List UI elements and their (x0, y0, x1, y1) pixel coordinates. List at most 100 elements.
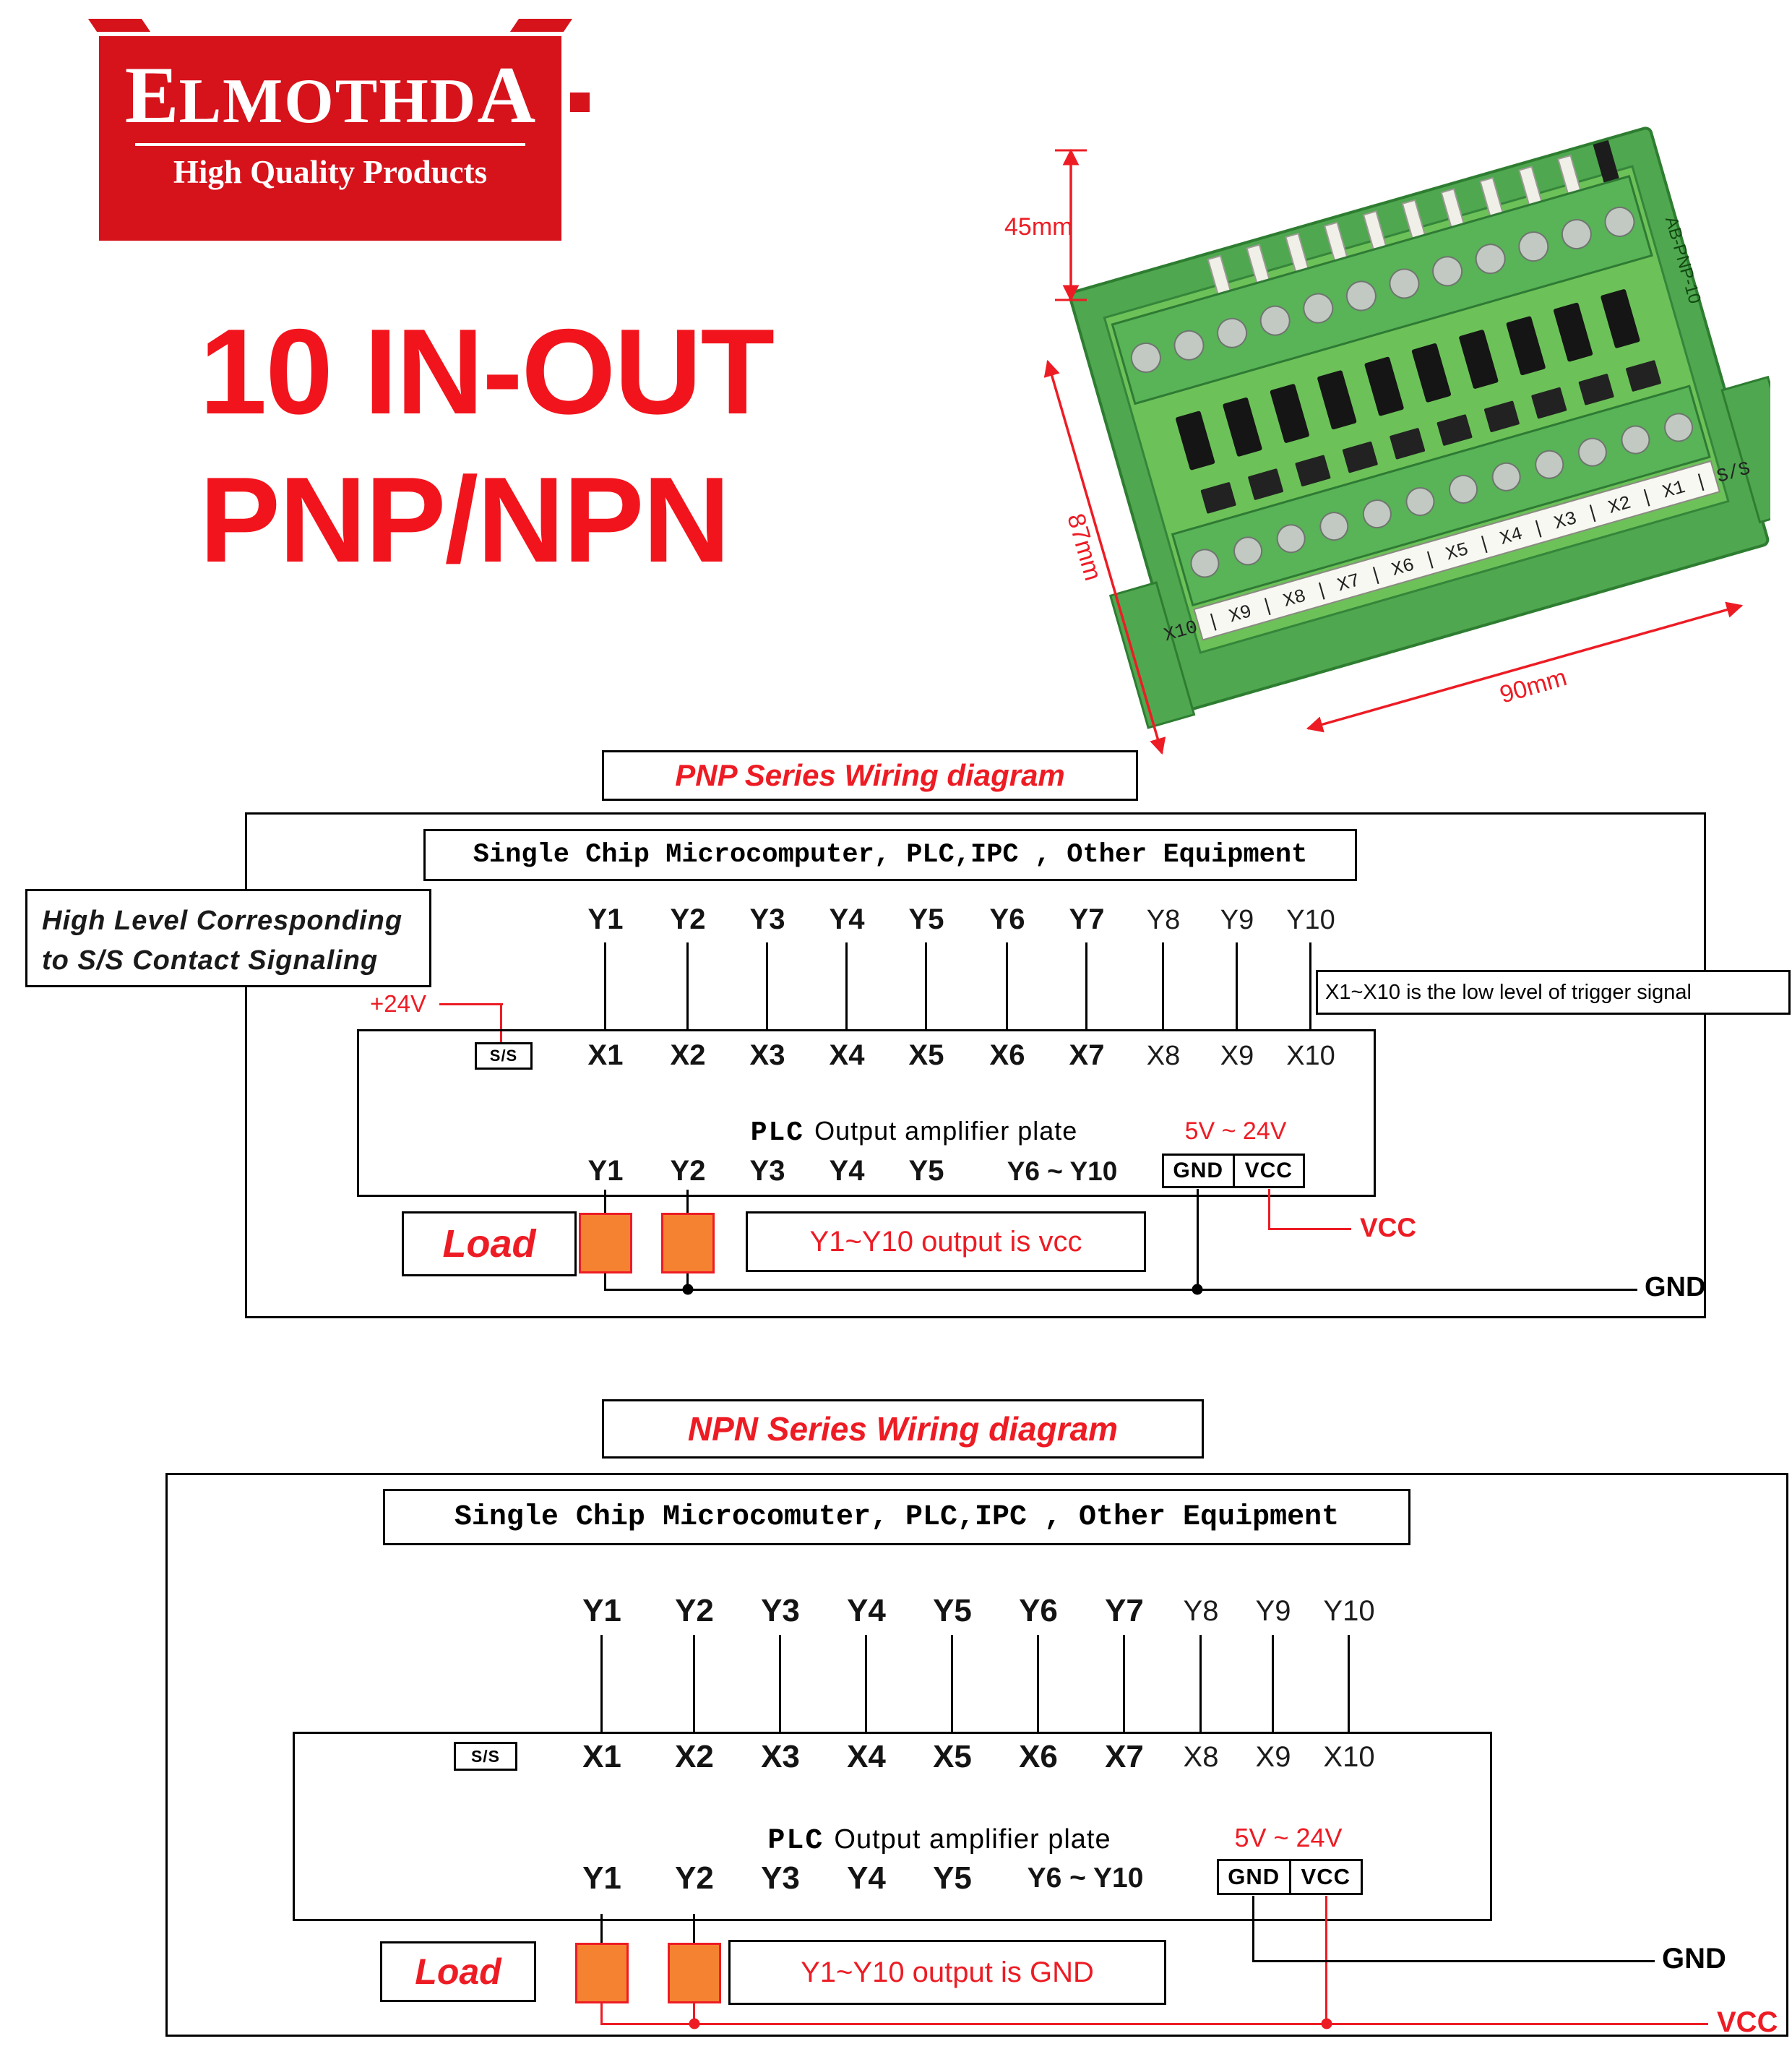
pnp-y-label-2: Y2 (670, 903, 706, 935)
npn-gnd-label: GND (1662, 1943, 1726, 1975)
npn-load1-wire-top (600, 1914, 603, 1944)
pnp-x-label-3: X3 (749, 1039, 785, 1071)
terminal-block-bottom (1171, 385, 1711, 607)
pnp-y-label-9: Y9 (1220, 905, 1254, 935)
pnp-x-label-7: X7 (1069, 1039, 1105, 1071)
pnp-note-high-level-line1: High Level Corresponding (42, 906, 403, 936)
pnp-load-1 (579, 1213, 632, 1273)
npn-load-text: Load (415, 1951, 501, 1992)
transistor-row (1176, 289, 1640, 471)
npn-plate-frame (293, 1732, 1492, 1921)
dim-line-87mm (1043, 359, 1166, 755)
npn-ss-text: S/S (470, 1746, 501, 1766)
npn-y-label-1: Y1 (582, 1593, 621, 1628)
pnp-out-y4: Y4 (829, 1155, 865, 1187)
pnp-gnd-label: GND (1645, 1272, 1706, 1302)
npn-diagram-frame (165, 1473, 1788, 2037)
npn-wire-y10 (1348, 1635, 1350, 1732)
npn-x-label-4: X4 (847, 1739, 886, 1774)
pnp-ss-terminal: S/S (475, 1042, 533, 1070)
brand-tagline: High Quality Products (173, 154, 488, 190)
npn-out-y3: Y3 (761, 1860, 800, 1896)
npn-section-title-text: NPN Series Wiring diagram (687, 1410, 1119, 1448)
dim-87mm: 87mm (1061, 510, 1107, 583)
npn-vcc-cell: VCC (1288, 1861, 1361, 1893)
npn-y-label-2: Y2 (675, 1593, 714, 1628)
brand-divider (135, 143, 525, 146)
pnp-y-label-5: Y5 (908, 903, 944, 935)
pnp-wire-y6 (1006, 942, 1008, 1029)
logo-corner-accent-right (509, 19, 573, 32)
pnp-vcc-cell: VCC (1232, 1156, 1304, 1186)
npn-load-label: Load (380, 1941, 536, 2002)
npn-junction-dot-2 (1321, 2018, 1332, 2029)
pnp-output-note: Y1~Y10 output is vcc (746, 1211, 1146, 1272)
pnp-section-title-text: PNP Series Wiring diagram (675, 758, 1065, 792)
pnp-x-label-1: X1 (587, 1039, 624, 1071)
npn-wire-y4 (865, 1635, 867, 1732)
npn-ss-terminal: S/S (454, 1742, 517, 1771)
pnp-junction-dot-1 (682, 1284, 694, 1295)
pnp-out-y5: Y5 (908, 1155, 944, 1187)
pnp-wire-y10 (1309, 942, 1311, 1029)
npn-x-label-7: X7 (1105, 1739, 1144, 1774)
npn-y-label-10: Y10 (1323, 1595, 1375, 1627)
spade-connectors (1207, 139, 1620, 297)
pnp-x-label-8: X8 (1146, 1041, 1181, 1071)
npn-section-title: NPN Series Wiring diagram (602, 1399, 1204, 1459)
pnp-supply-wire-v (500, 1003, 502, 1045)
pnp-load-2 (661, 1213, 715, 1273)
pnp-output-note-text: Y1~Y10 output is vcc (809, 1225, 1082, 1258)
pnp-section-title: PNP Series Wiring diagram (602, 750, 1138, 801)
pnp-wire-y5 (925, 942, 927, 1029)
npn-x-label-8: X8 (1183, 1741, 1219, 1773)
product-title-line1: 10 IN-OUT (199, 304, 775, 439)
pnp-wire-y8 (1162, 942, 1164, 1029)
pnp-out-y1: Y1 (587, 1155, 624, 1187)
pnp-wire-y1 (604, 942, 606, 1029)
npn-load1-wire-bottom (600, 2003, 603, 2025)
npn-wire-y1 (600, 1635, 603, 1732)
npn-junction-dot-1 (689, 2018, 700, 2029)
pnp-gnd-vcc-terminal: GND VCC (1162, 1154, 1305, 1188)
pnp-y-label-3: Y3 (749, 903, 785, 935)
npn-x-label-3: X3 (761, 1739, 800, 1774)
brand-letter-last: A (477, 51, 536, 140)
pnp-y-label-6: Y6 (989, 903, 1025, 935)
npn-wire-y3 (779, 1635, 781, 1732)
pnp-wire-y7 (1085, 942, 1087, 1029)
pnp-supply-label: +24V (370, 990, 426, 1017)
pnp-wire-y4 (845, 942, 848, 1029)
npn-wire-y9 (1272, 1635, 1274, 1732)
pnp-x-label-6: X6 (989, 1039, 1025, 1071)
pnp-y-label-10: Y10 (1286, 905, 1335, 935)
pnp-plate-rest: Output amplifier plate (814, 1116, 1078, 1146)
pnp-y-label-8: Y8 (1146, 905, 1181, 935)
npn-x-label-2: X2 (675, 1739, 714, 1774)
pnp-gnd-wire (1197, 1189, 1199, 1290)
pnp-equipment-box: Single Chip Microcomputer, PLC,IPC , Oth… (423, 829, 1357, 881)
pnp-voltage-range: 5V ~ 24V (1184, 1117, 1287, 1145)
npn-gnd-vcc-terminal: GND VCC (1217, 1859, 1363, 1895)
pnp-y-label-1: Y1 (587, 903, 624, 935)
pnp-wire-y2 (686, 942, 689, 1029)
npn-equipment-box: Single Chip Microcomuter, PLC,IPC , Othe… (383, 1489, 1410, 1545)
brand-letters-mid: LMOTHD (178, 66, 478, 137)
pnp-equipment-text: Single Chip Microcomputer, PLC,IPC , Oth… (473, 840, 1308, 870)
optocoupler-row (1200, 360, 1661, 514)
pnp-x-label-4: X4 (829, 1039, 865, 1071)
npn-wire-y7 (1123, 1635, 1125, 1732)
pnp-y-label-7: Y7 (1069, 903, 1105, 935)
npn-equipment-text: Single Chip Microcomuter, PLC,IPC , Othe… (454, 1500, 1340, 1534)
npn-gnd-wire-h (1253, 1960, 1655, 1962)
pnp-note-trigger: X1~X10 is the low level of trigger signa… (1316, 970, 1791, 1015)
pnp-x-label-2: X2 (670, 1039, 706, 1071)
npn-output-note: Y1~Y10 output is GND (728, 1940, 1166, 2005)
product-title: 10 IN-OUT PNP/NPN (199, 298, 775, 594)
npn-plate-rest: Output amplifier plate (834, 1824, 1111, 1855)
pnp-gnd-cell: GND (1173, 1159, 1224, 1182)
npn-vcc-label: VCC (1717, 2006, 1778, 2038)
product-photo: X10 | X9 | X8 | X7 | X6 | X5 | X4 | X3 |… (1004, 126, 1770, 755)
